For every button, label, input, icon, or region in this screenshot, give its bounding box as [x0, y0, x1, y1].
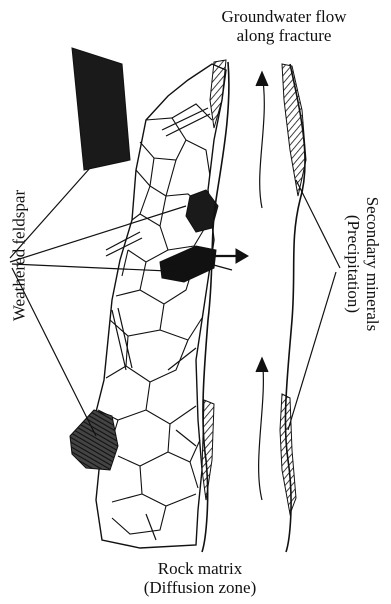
- feldspar-grain-lower: [70, 410, 118, 470]
- flow-arrow-lower: [259, 358, 264, 500]
- label-rock-matrix: Rock matrix (Diffusion zone): [120, 559, 280, 597]
- leader-lines: [10, 168, 340, 436]
- fracture-wall-right: [280, 64, 306, 552]
- label-groundwater-flow: Groundwater flow along fracture: [184, 7, 384, 45]
- label-groundwater-flow-line1: Groundwater flow: [184, 7, 384, 26]
- label-rock-matrix-line2: (Diffusion zone): [120, 578, 280, 597]
- precipitate-right-upper: [282, 64, 306, 196]
- label-rock-matrix-line1: Rock matrix: [120, 559, 280, 578]
- rock-grains: [98, 104, 212, 534]
- feldspar-block: [72, 48, 130, 170]
- flow-arrow-upper: [260, 74, 265, 208]
- label-secondary-minerals-line1: Secondary minerals: [363, 184, 382, 344]
- label-secondary-minerals-line2: (Precipitation): [344, 184, 363, 344]
- label-secondary-minerals: Secondary minerals (Precipitation): [344, 184, 382, 344]
- feldspar-grain-middle: [160, 246, 216, 282]
- precipitate-left-lower: [202, 400, 214, 500]
- label-weathered-feldspar: Weathered feldspar: [10, 176, 29, 336]
- label-groundwater-flow-line2: along fracture: [184, 26, 384, 45]
- flow-arrows: [256, 72, 268, 500]
- feldspar-block-top: [72, 48, 130, 170]
- flow-arrow-upper-head: [256, 72, 268, 86]
- flow-arrow-lower-head: [256, 358, 268, 372]
- leader-secondary-2: [288, 272, 336, 430]
- leader-feldspar-2: [10, 206, 186, 262]
- leader-secondary-1: [296, 180, 340, 268]
